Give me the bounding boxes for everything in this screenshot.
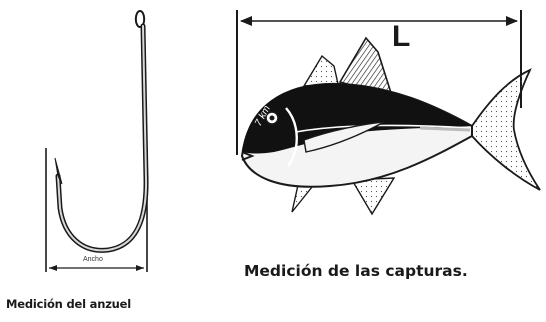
fish-scute-line: [419, 126, 471, 132]
fish-first-dorsal-fin: [302, 54, 339, 87]
fish-back: [242, 83, 472, 154]
length-label: L: [392, 20, 411, 53]
hook-width-arrowhead-right: [136, 265, 144, 271]
hook-shank-outer: [55, 23, 149, 253]
fish-gill-cover: [285, 107, 298, 167]
fish-mouth: [241, 151, 255, 161]
length-arrowhead-left: [240, 16, 252, 26]
hook-caption: Medición del anzuel: [6, 297, 132, 311]
fish-diagram: [236, 10, 541, 216]
hook-shank-inner: [57, 25, 148, 252]
fish-tail-fin: [471, 68, 541, 191]
fish-caption: Medición de las capturas.: [244, 262, 468, 280]
hook-diagram: [45, 10, 149, 272]
hook-eye: [134, 10, 146, 28]
fish-pectoral-fin: [303, 121, 385, 153]
fish-anal-fin: [350, 177, 396, 216]
hook-barb: [54, 157, 63, 185]
length-arrowhead-right: [506, 16, 518, 26]
hook-width-arrowhead-left: [49, 265, 57, 271]
fish-pupil: [269, 115, 275, 121]
hook-width-label: Ancho: [83, 256, 103, 263]
